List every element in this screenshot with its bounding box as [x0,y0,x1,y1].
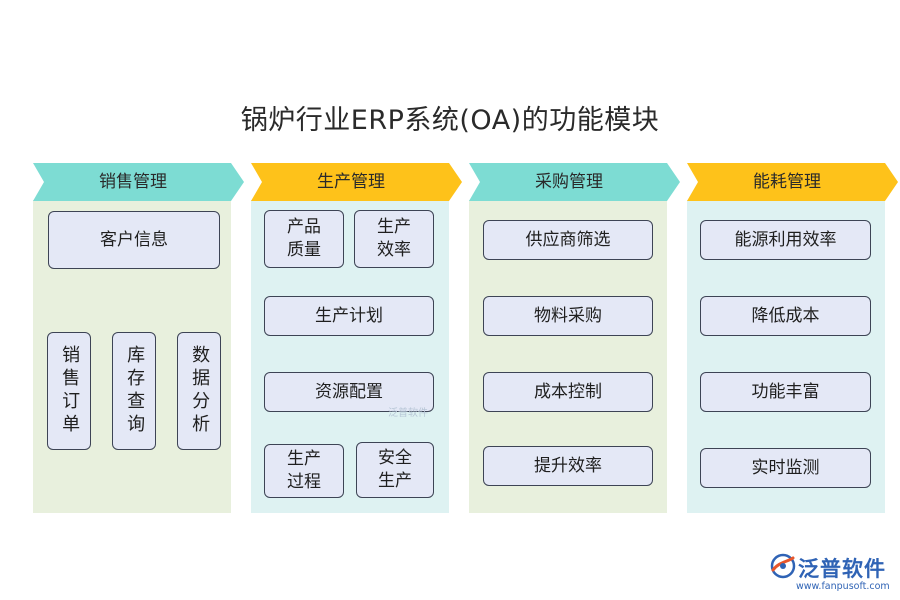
module-box-vertical: 库存查询 [112,332,156,450]
module-box: 资源配置 [264,372,434,412]
module-box: 产品质量 [264,210,344,268]
module-box: 物料采购 [483,296,653,336]
fanpu-logo: 泛普软件 www.fanpusoft.com [770,551,895,596]
chevron-shape [251,163,462,201]
fanpu-logo-icon [770,553,796,579]
module-box: 降低成本 [700,296,871,336]
module-box: 供应商筛选 [483,220,653,260]
watermark: 泛普软件 [388,408,428,419]
module-box: 实时监测 [700,448,871,488]
logo-name: 泛普软件 [798,557,886,581]
chevron-shape [469,163,680,201]
module-box: 生产效率 [354,210,434,268]
module-box: 安全生产 [356,442,434,498]
module-box-vertical: 销售订单 [47,332,91,450]
module-box: 能源利用效率 [700,220,871,260]
module-box: 生产计划 [264,296,434,336]
header-label: 能耗管理 [753,172,821,192]
header-purchasing: 采购管理 [469,163,680,201]
module-box: 客户信息 [48,211,220,269]
header-label: 采购管理 [535,172,603,192]
diagram-title: 锅炉行业ERP系统(OA)的功能模块 [240,105,660,136]
module-box: 提升效率 [483,446,653,486]
logo-url: www.fanpusoft.com [796,581,890,592]
header-production: 生产管理 [251,163,462,201]
chevron-shape [687,163,898,201]
header-label: 销售管理 [99,172,167,192]
chevron-shape [33,163,244,201]
header-sales: 销售管理 [33,163,244,201]
header-energy: 能耗管理 [687,163,898,201]
module-box: 功能丰富 [700,372,871,412]
header-label: 生产管理 [317,172,385,192]
module-box: 生产过程 [264,444,344,498]
module-box-vertical: 数据分析 [177,332,221,450]
module-box: 成本控制 [483,372,653,412]
